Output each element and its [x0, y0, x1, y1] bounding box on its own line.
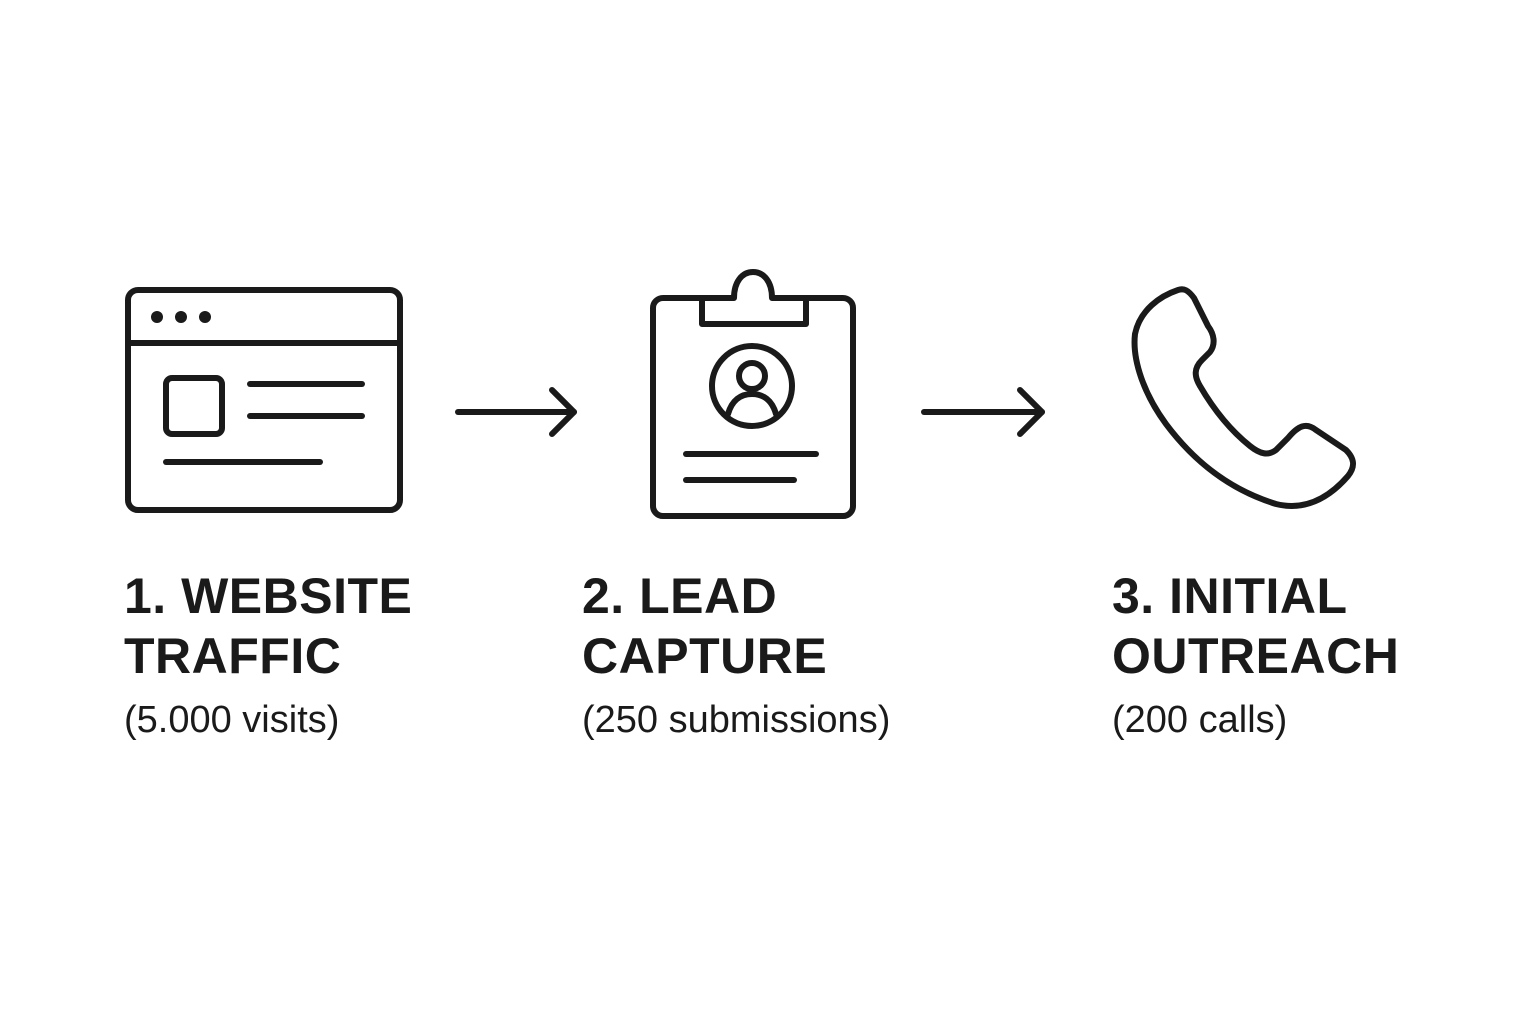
arrow-right-icon [920, 386, 1048, 438]
step-title: 1. WEBSITE TRAFFIC [124, 566, 412, 686]
arrow-right-icon [454, 386, 580, 438]
clipboard-contact-icon [648, 268, 858, 522]
browser-window-icon [124, 286, 404, 514]
phone-handset-icon [1126, 284, 1362, 514]
step-title-line: OUTREACH [1112, 628, 1400, 684]
step-detail: (5.000 visits) [124, 699, 340, 741]
step-detail: (200 calls) [1112, 699, 1288, 741]
step-title-line: CAPTURE [582, 628, 828, 684]
step-title-line: 3. INITIAL [1112, 568, 1348, 624]
step-title-line: TRAFFIC [124, 628, 342, 684]
step-title: 2. LEAD CAPTURE [582, 566, 827, 686]
step-title-line: 2. LEAD [582, 568, 778, 624]
step-detail: (250 submissions) [582, 699, 891, 741]
step-title: 3. INITIAL OUTREACH [1112, 566, 1399, 686]
step-title-line: 1. WEBSITE [124, 568, 413, 624]
